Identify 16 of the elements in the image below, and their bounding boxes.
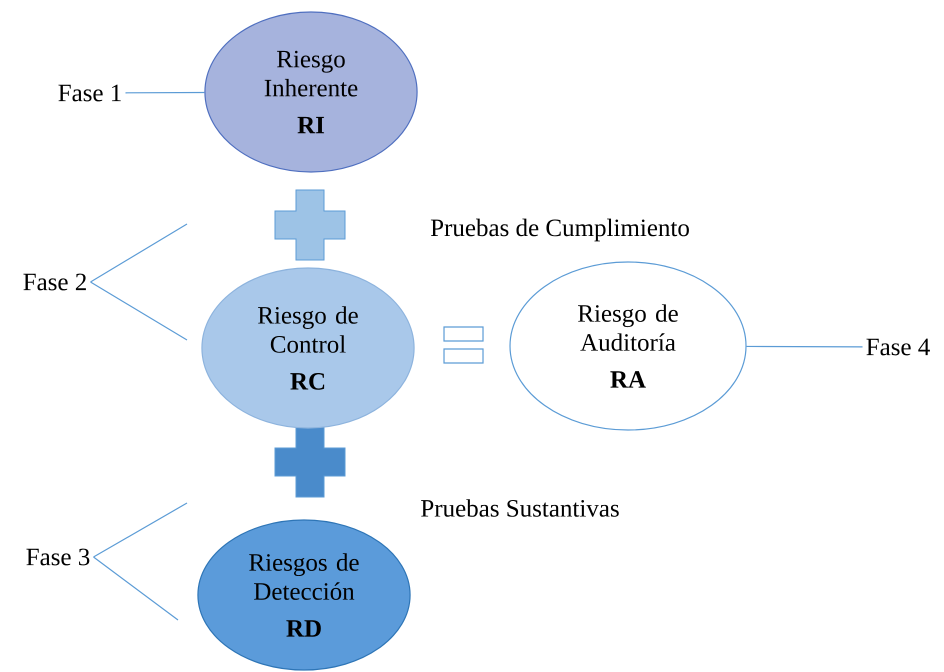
- connector-line: [90, 224, 188, 283]
- ellipse-node: Riesgo de Auditoría RA: [509, 261, 747, 431]
- connector-line: [746, 346, 863, 348]
- test-label: Pruebas de Cumplimiento: [430, 218, 689, 242]
- phase-label: Fase 3: [26, 548, 90, 566]
- test-label: Pruebas Sustantivas: [421, 499, 619, 517]
- connector-line: [90, 282, 188, 341]
- ellipse-node: Riesgo de Control RC: [201, 267, 415, 429]
- ellipse-node: Riesgos de Detección RD: [197, 519, 411, 671]
- connector-line: [93, 556, 178, 620]
- phase-label: Fase 2: [23, 274, 86, 290]
- connector-line: [125, 92, 204, 94]
- phase-label: Fase 1: [58, 84, 121, 102]
- phase-label: Fase 4: [866, 338, 930, 356]
- connector-line: [93, 502, 188, 558]
- ellipse-node: Riesgo Inherente RI: [204, 11, 418, 173]
